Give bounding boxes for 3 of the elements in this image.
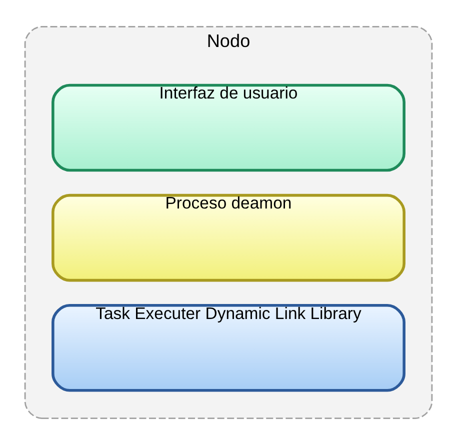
node-box: Task Executer Dynamic Link Library	[52, 304, 406, 392]
node-box: Interfaz de usuario	[52, 84, 406, 172]
node-box: Proceso deamon	[52, 194, 406, 282]
